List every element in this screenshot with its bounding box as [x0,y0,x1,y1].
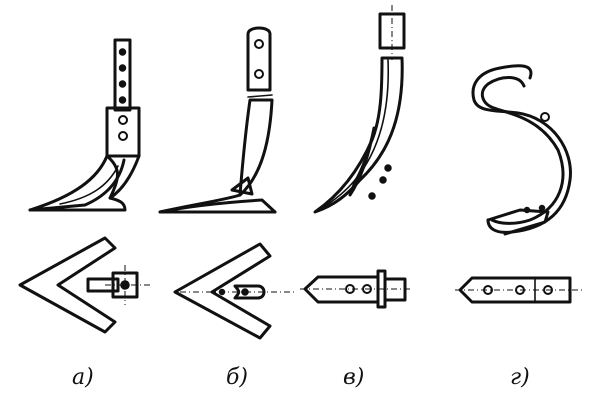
tine-v-plan-view [300,269,412,309]
tine-a-side-view [28,38,141,212]
label-v: в) [343,365,365,390]
hole [118,80,127,88]
tine-a-plan-view [18,236,150,334]
label-g: г) [510,365,530,390]
label-b: б) [226,365,249,390]
tine-b-side-view [158,26,277,214]
tine-v-side-view [313,5,406,214]
hole [118,96,127,104]
tine-g-plan-view [455,276,585,304]
label-a: а) [72,365,94,390]
hole [118,48,127,56]
hole [118,64,127,72]
tine-g-side-view [471,64,572,236]
tine-b-plan-view [173,242,295,340]
